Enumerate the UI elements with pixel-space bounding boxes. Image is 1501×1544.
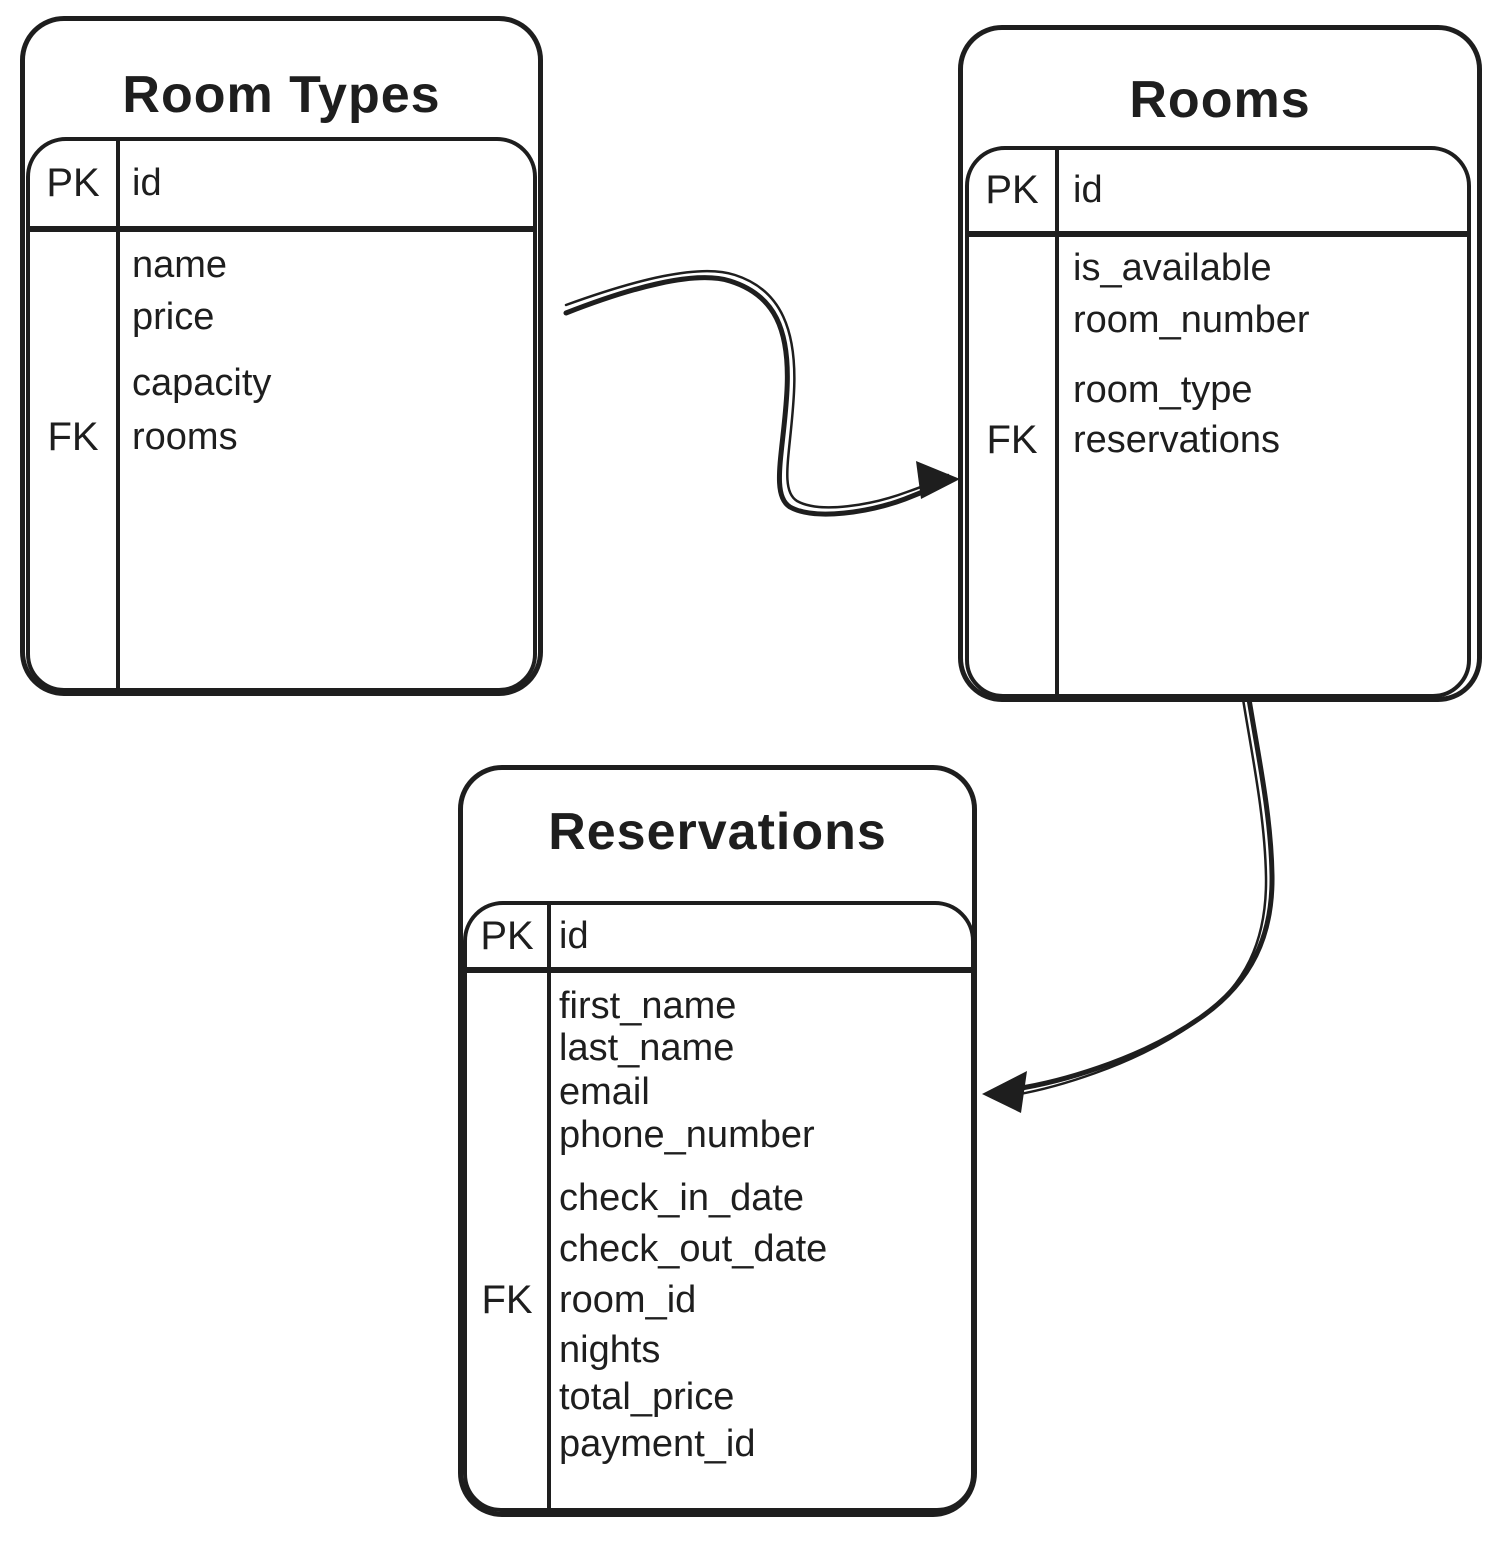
attribute-name: room_type [1073,369,1253,411]
arrowhead-icon [916,461,960,499]
fk-badge: FK [481,1278,533,1322]
attribute-name: price [132,296,215,338]
attribute-row: nights [467,1328,971,1372]
attribute-row: phone_number [467,1113,971,1157]
entity-title: Reservations [548,803,887,861]
entity-attribute-grid: PK id is_available room_number room_type… [965,146,1471,698]
pk-badge: PK [46,161,100,205]
attribute-name: phone_number [559,1114,815,1156]
entity-room-types[interactable]: Room Types PK id name price capacity [20,16,543,696]
attribute-row: FK rooms [30,414,533,460]
attribute-name: room_id [559,1279,697,1321]
attribute-row: room_number [969,297,1467,343]
pk-badge: PK [985,168,1039,212]
attribute-list: is_available room_number room_type FK re… [969,237,1467,694]
pk-badge: PK [480,914,534,958]
attribute-row: capacity [30,360,533,406]
pk-field-name: id [1073,169,1103,211]
attribute-name: rooms [132,416,238,458]
attribute-row: total_price [467,1375,971,1419]
pk-field-name: id [132,162,162,204]
attribute-name: check_out_date [559,1228,828,1270]
fk-badge: FK [986,418,1038,462]
attribute-row: check_in_date [467,1176,971,1220]
key-column-divider [116,141,120,688]
attribute-row: check_out_date [467,1227,971,1271]
entity-reservations[interactable]: Reservations PK id first_name last_name … [458,765,977,1517]
attribute-name: first_name [559,985,737,1027]
pk-field-name: id [559,915,589,957]
attribute-row: is_available [969,245,1467,291]
attribute-name: name [132,244,228,286]
attribute-name: capacity [132,362,272,404]
attribute-list: name price capacity FK rooms [30,232,533,688]
attribute-name: total_price [559,1376,735,1418]
attribute-name: payment_id [559,1423,756,1465]
entity-attribute-grid: PK id name price capacity FK roo [26,137,537,692]
arrow-rooms-to-reservations[interactable] [982,696,1275,1113]
key-column-divider [1055,150,1059,694]
entity-title: Room Types [122,66,441,124]
attribute-name: nights [559,1329,661,1371]
attribute-name: email [559,1071,650,1113]
attribute-row: FK room_id [467,1278,971,1322]
attribute-row: last_name [467,1026,971,1070]
attribute-row: FK reservations [969,417,1467,463]
attribute-list: first_name last_name email phone_number … [467,973,971,1508]
attribute-name: room_number [1073,299,1310,341]
primary-key-row: PK id [467,905,971,973]
arrow-room-types-to-rooms[interactable] [563,269,960,517]
entity-rooms[interactable]: Rooms PK id is_available room_number roo… [958,25,1482,702]
entity-title: Rooms [1129,71,1311,129]
fk-badge: FK [47,415,99,459]
attribute-row: email [467,1070,971,1114]
attribute-row: room_type [969,367,1467,413]
attribute-name: last_name [559,1027,735,1069]
primary-key-row: PK id [30,141,533,232]
arrowhead-icon [982,1071,1027,1113]
attribute-row: payment_id [467,1422,971,1466]
attribute-name: is_available [1073,247,1272,289]
attribute-row: name [30,242,533,288]
attribute-name: reservations [1073,419,1280,461]
key-column-divider [547,905,551,1508]
attribute-row: price [30,294,533,340]
primary-key-row: PK id [969,150,1467,237]
attribute-row: first_name [467,984,971,1028]
entity-attribute-grid: PK id first_name last_name email [463,901,975,1512]
attribute-name: check_in_date [559,1177,805,1219]
